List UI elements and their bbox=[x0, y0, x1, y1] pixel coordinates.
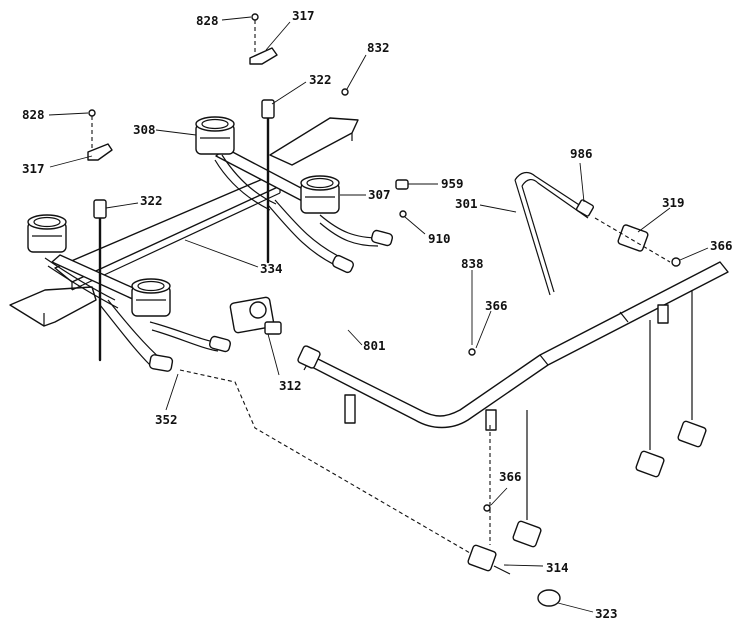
label-314: 314 bbox=[546, 560, 569, 575]
burner-rear-left bbox=[27, 214, 67, 253]
label-838: 838 bbox=[461, 256, 484, 271]
label-307: 307 bbox=[368, 187, 391, 202]
label-801: 801 bbox=[363, 338, 386, 353]
label-959: 959 bbox=[441, 176, 464, 191]
label-828-top: 828 bbox=[196, 13, 219, 28]
label-366-mid: 366 bbox=[485, 298, 508, 313]
valve-319 bbox=[617, 224, 681, 267]
connection-line-2 bbox=[594, 217, 671, 263]
part-labels: 828 317 832 322 828 308 317 307 959 322 … bbox=[22, 8, 733, 621]
burner-valves bbox=[467, 290, 707, 607]
label-308: 308 bbox=[133, 122, 156, 137]
label-301: 301 bbox=[455, 196, 478, 211]
burner-308 bbox=[195, 116, 235, 155]
label-323: 323 bbox=[595, 606, 618, 621]
label-910: 910 bbox=[428, 231, 451, 246]
label-322-left: 322 bbox=[140, 193, 163, 208]
connection-line bbox=[179, 369, 471, 554]
label-366-right: 366 bbox=[710, 238, 733, 253]
burner-front-left bbox=[131, 278, 171, 317]
label-366-bottom: 366 bbox=[499, 469, 522, 484]
leader-lines bbox=[48, 16, 709, 613]
label-334: 334 bbox=[260, 261, 283, 276]
label-317-top: 317 bbox=[292, 8, 315, 23]
label-322-top: 322 bbox=[309, 72, 332, 87]
venturi-ends bbox=[148, 229, 394, 372]
label-986: 986 bbox=[570, 146, 593, 161]
label-352: 352 bbox=[155, 412, 178, 427]
label-832: 832 bbox=[367, 40, 390, 55]
label-317-left: 317 bbox=[22, 161, 45, 176]
gas-manifold bbox=[297, 261, 729, 431]
regulator-312 bbox=[229, 296, 282, 335]
label-312: 312 bbox=[279, 378, 302, 393]
burner-307 bbox=[300, 175, 340, 214]
small-parts bbox=[87, 13, 409, 219]
tube-301 bbox=[514, 171, 595, 296]
label-319: 319 bbox=[662, 195, 685, 210]
label-828-left: 828 bbox=[22, 107, 45, 122]
